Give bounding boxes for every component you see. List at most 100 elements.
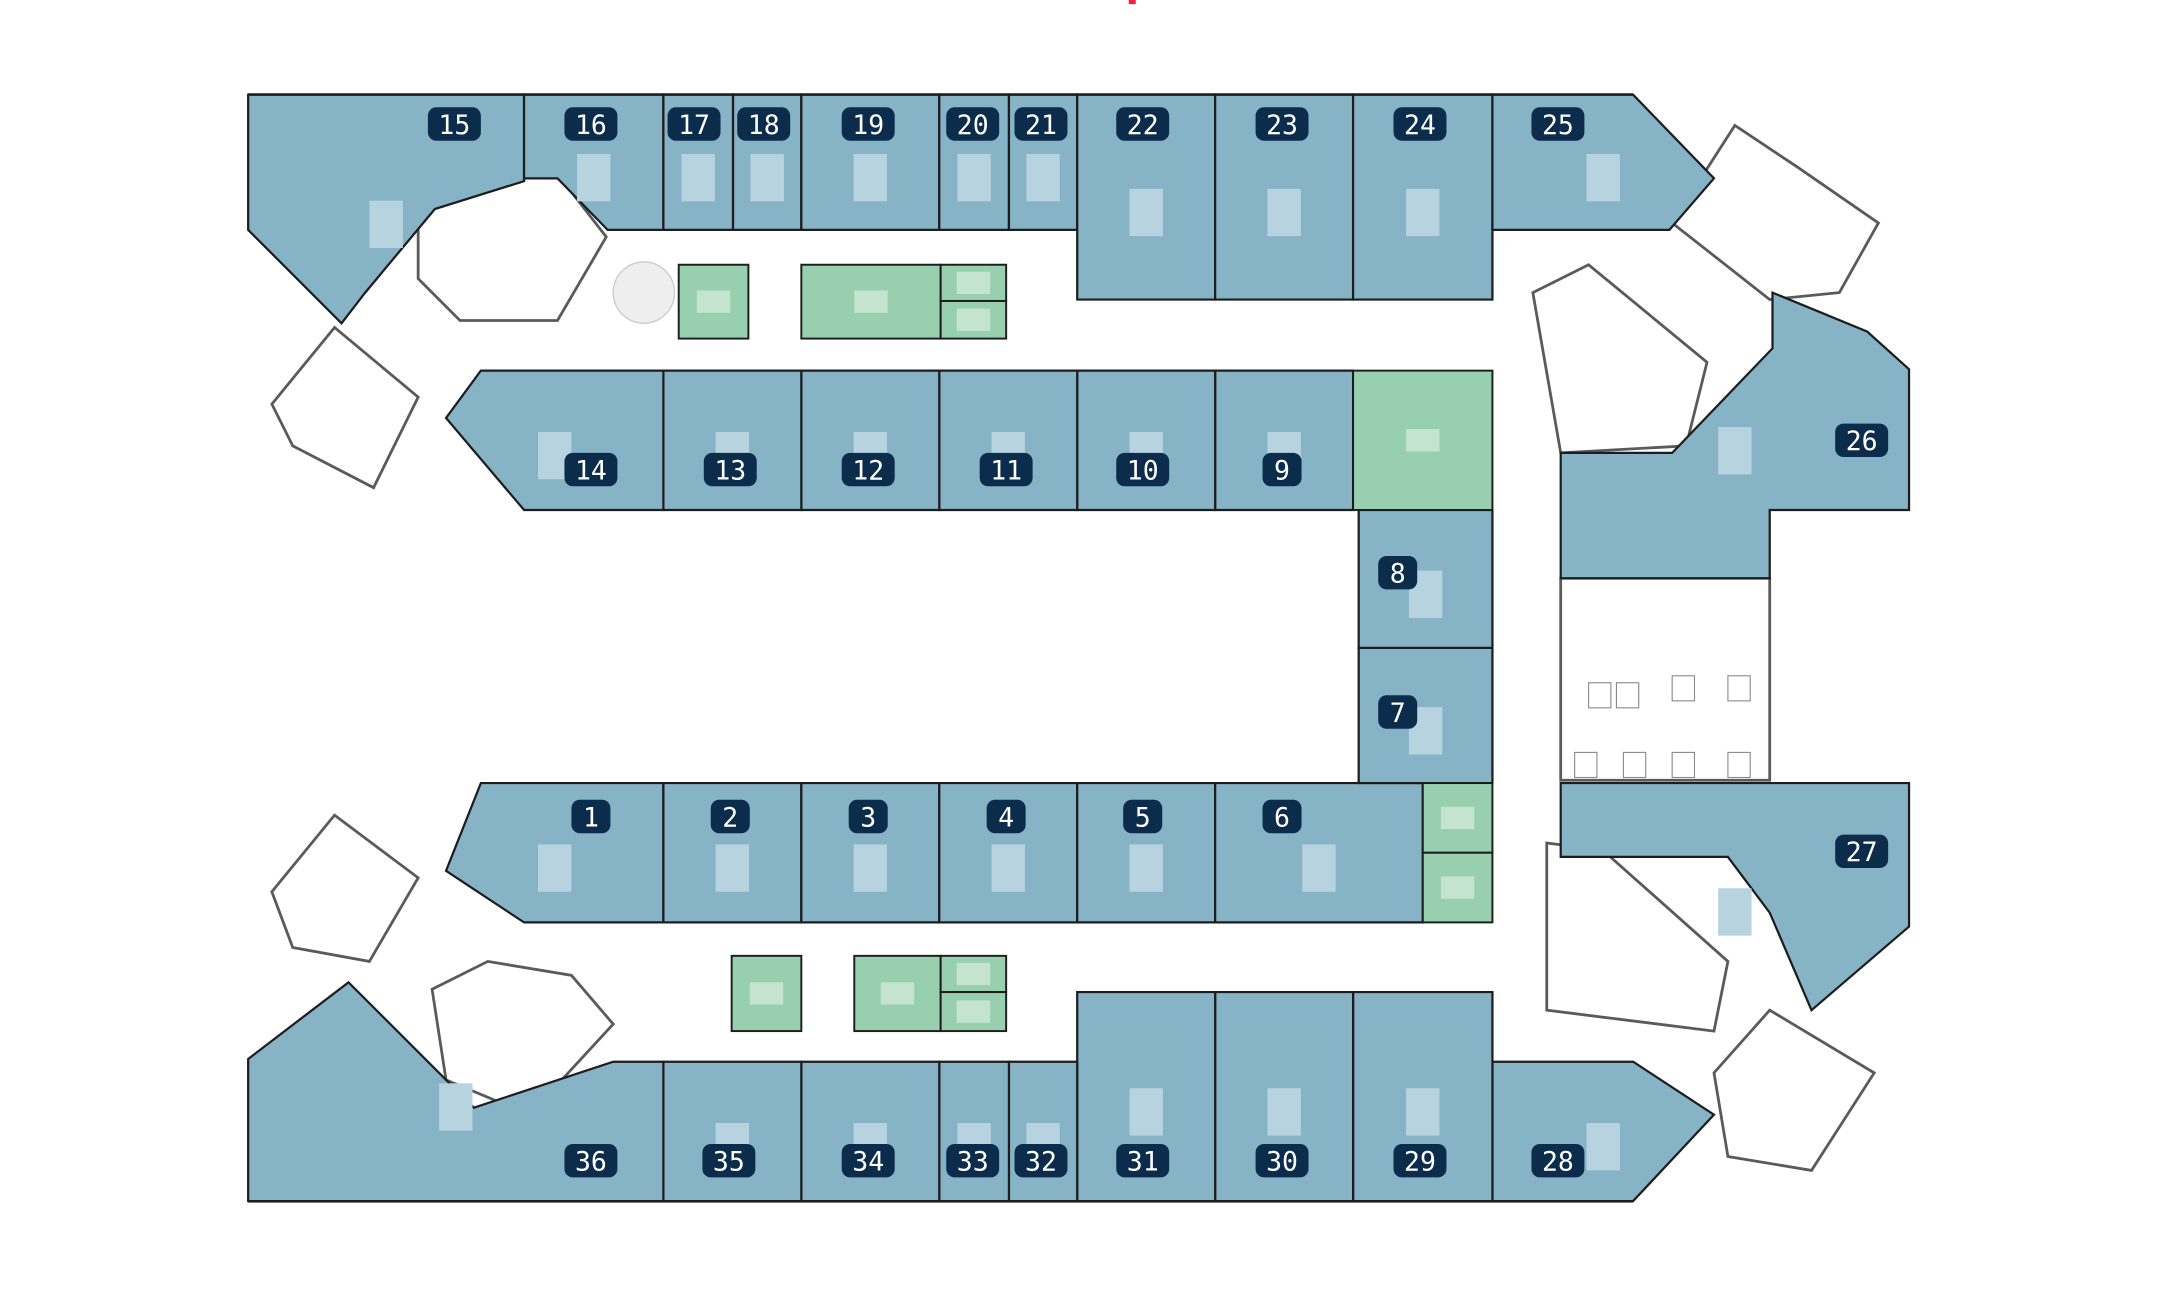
desk [1267, 1088, 1301, 1136]
desk [1026, 153, 1060, 202]
room-label-13[interactable]: 13 [703, 452, 757, 487]
building-core [1531, 263, 1709, 455]
label-badge [1255, 107, 1309, 141]
label-badge [1835, 423, 1889, 458]
room-label-8[interactable]: 8 [1378, 555, 1418, 590]
label-badge [1393, 107, 1447, 141]
room-label-30[interactable]: 30 [1255, 1143, 1309, 1178]
label-badge [1116, 107, 1170, 141]
label-badge [841, 1143, 895, 1178]
room-label-29[interactable]: 29 [1393, 1143, 1447, 1178]
room-number: 36 [575, 1147, 607, 1178]
room-number: 20 [957, 110, 989, 141]
room-label-14[interactable]: 14 [564, 452, 618, 487]
desk [537, 844, 572, 892]
room-label-18[interactable]: 18 [737, 107, 791, 141]
room-label-21[interactable]: 21 [1014, 107, 1068, 141]
room-number: 6 [1274, 802, 1290, 833]
room-label-7[interactable]: 7 [1378, 695, 1418, 729]
room-number: 26 [1846, 426, 1878, 457]
desk [853, 844, 888, 892]
room-label-25[interactable]: 25 [1531, 107, 1585, 141]
label-badge [1116, 1143, 1170, 1178]
room-number: 16 [575, 110, 607, 141]
cafe-table [1588, 682, 1612, 709]
room-label-1[interactable]: 1 [571, 799, 611, 834]
desk [1586, 153, 1620, 202]
cafe-table [1727, 675, 1751, 702]
room-number: 13 [714, 455, 746, 486]
room-label-24[interactable]: 24 [1393, 107, 1447, 141]
label-badge [1835, 834, 1889, 869]
cafe-table [1671, 751, 1696, 779]
room-number: 11 [990, 455, 1022, 486]
room-label-32[interactable]: 32 [1014, 1143, 1068, 1178]
room-label-11[interactable]: 11 [979, 452, 1033, 487]
room-label-34[interactable]: 34 [841, 1143, 895, 1178]
room-label-27[interactable]: 27 [1835, 834, 1889, 869]
room-label-35[interactable]: 35 [702, 1143, 756, 1178]
room-number: 15 [438, 110, 470, 141]
desk [1406, 1088, 1440, 1136]
room-label-16[interactable]: 16 [564, 107, 618, 141]
cafe-table [1615, 682, 1640, 709]
room-label-12[interactable]: 12 [841, 452, 895, 487]
label-badge [848, 799, 888, 834]
room-label-31[interactable]: 31 [1116, 1143, 1170, 1178]
label-badge [710, 799, 750, 834]
room-27[interactable] [1559, 781, 1911, 1013]
room-number: 10 [1127, 455, 1159, 486]
room-number: 29 [1404, 1147, 1436, 1178]
building-core [1559, 576, 1772, 782]
room-label-36[interactable]: 36 [564, 1143, 618, 1178]
label-badge [1116, 452, 1170, 487]
cafe-table [1727, 751, 1751, 779]
room-label-4[interactable]: 4 [986, 799, 1026, 834]
desk [715, 844, 750, 892]
building-core [1670, 123, 1881, 302]
desk [1129, 188, 1163, 237]
room-label-15[interactable]: 15 [427, 107, 481, 141]
room-label-10[interactable]: 10 [1116, 452, 1170, 487]
room-label-6[interactable]: 6 [1262, 799, 1302, 834]
room-number: 32 [1025, 1147, 1057, 1178]
room-number: 19 [852, 110, 884, 141]
room-number: 25 [1542, 110, 1574, 141]
room-number: 9 [1274, 455, 1290, 486]
label-badge [979, 452, 1033, 487]
room-label-17[interactable]: 17 [667, 107, 721, 141]
room-label-33[interactable]: 33 [946, 1143, 1000, 1178]
room-label-2[interactable]: 2 [710, 799, 750, 834]
room-label-20[interactable]: 20 [946, 107, 1000, 141]
label-badge [571, 799, 611, 834]
room-label-19[interactable]: 19 [841, 107, 895, 141]
room-label-5[interactable]: 5 [1123, 799, 1163, 834]
cafe-table [1671, 675, 1696, 702]
meeting-table [956, 1000, 991, 1023]
desk [853, 153, 888, 202]
cafe-table [1622, 751, 1647, 779]
room-number: 18 [748, 110, 780, 141]
room-label-3[interactable]: 3 [848, 799, 888, 834]
room-number: 8 [1390, 559, 1406, 590]
room-number: 23 [1266, 110, 1298, 141]
building-core [270, 813, 420, 963]
room-number: 1 [583, 802, 599, 833]
label-badge [564, 107, 618, 141]
room-label-28[interactable]: 28 [1531, 1143, 1585, 1178]
room-label-26[interactable]: 26 [1835, 423, 1889, 458]
label-badge [946, 107, 1000, 141]
room-number: 14 [575, 455, 607, 486]
label-badge [564, 1143, 618, 1178]
room-number: 28 [1542, 1147, 1574, 1178]
room-label-9[interactable]: 9 [1262, 452, 1302, 487]
meeting-room[interactable] [677, 263, 750, 340]
desk [1267, 188, 1301, 237]
room-label-23[interactable]: 23 [1255, 107, 1309, 141]
room-label-22[interactable]: 22 [1116, 107, 1170, 141]
label-badge [702, 1143, 756, 1178]
label-badge [946, 1143, 1000, 1178]
label-badge [737, 107, 791, 141]
meeting-rooms [612, 261, 1751, 1033]
